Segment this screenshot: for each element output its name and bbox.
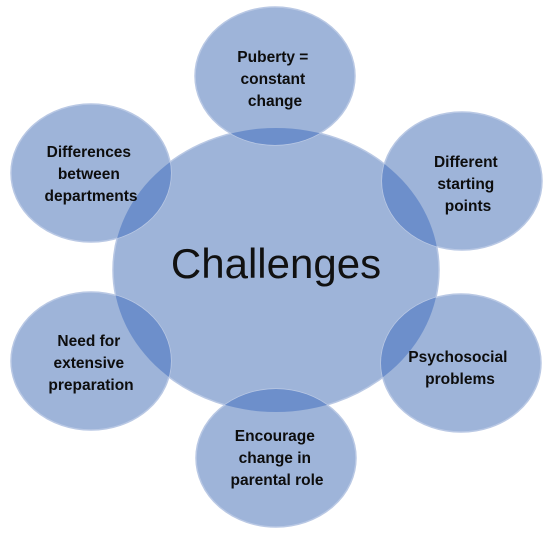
satellite-label-puberty: Puberty = constant change bbox=[237, 49, 312, 110]
satellite-label-psychosocial: Psychosocial problems bbox=[408, 349, 511, 388]
satellite-circles bbox=[10, 6, 543, 528]
satellite-label-parental-role: Encourage change in parental role bbox=[230, 428, 323, 489]
satellite-label-starting-points: Different starting points bbox=[434, 154, 502, 215]
satellite-label-preparation: Need for extensive preparation bbox=[48, 333, 133, 394]
satellite-labels: Puberty = constant change Different star… bbox=[44, 49, 511, 489]
center-label: Challenges bbox=[171, 240, 381, 287]
satellite-label-departments: Differences between departments bbox=[44, 144, 137, 205]
